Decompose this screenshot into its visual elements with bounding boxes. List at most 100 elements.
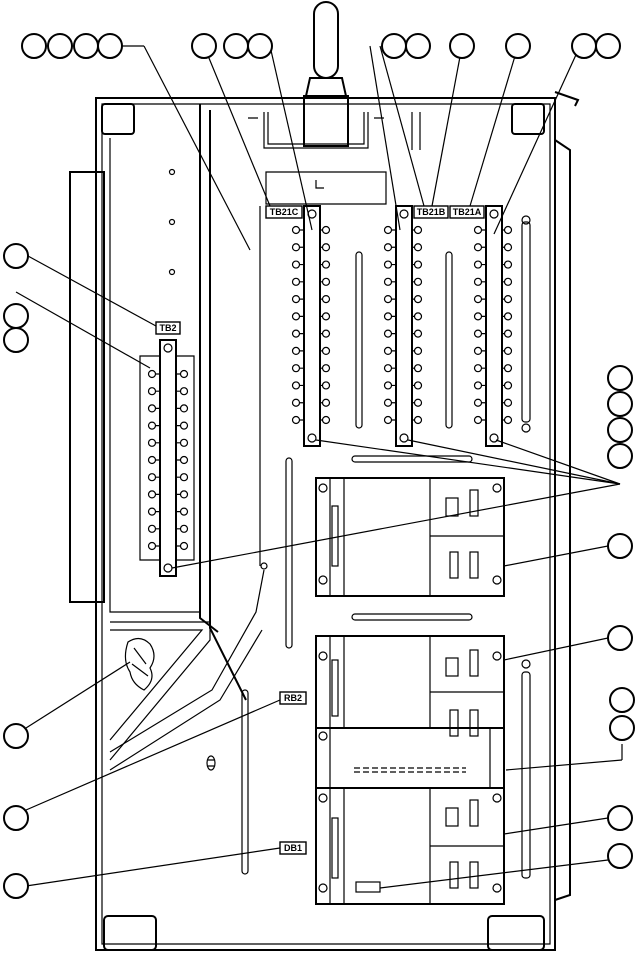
terminal-screw [291,243,301,252]
terminal-screw [321,312,331,321]
terminal-screw [413,225,423,235]
terminal-screw [179,507,189,516]
callout-circle [607,805,633,831]
callout-circle [609,715,635,741]
terminal-screw [383,329,393,338]
terminal-screw [321,398,331,407]
terminal-screw [147,369,157,379]
top-handle [303,1,349,147]
terminal-screw [473,243,483,252]
terminal-screw [413,260,423,269]
terminal-screw [383,346,393,356]
terminal-screw [383,260,393,269]
terminal-screw [473,381,483,390]
callout-circle [247,33,273,59]
label-tb21c: TB21C [265,205,303,219]
terminal-screw [473,312,483,321]
terminal-screw [179,541,189,551]
label-tb2: TB2 [155,321,181,335]
module-unit-2 [315,635,505,741]
terminal-screw [147,507,157,516]
callout-circle [571,33,597,59]
terminal-screw [179,438,189,447]
callout-circle [607,365,633,391]
callout-circle [607,417,633,443]
terminal-screw [473,329,483,338]
terminal-screw [321,294,331,304]
terminal-screw [291,225,301,235]
terminal-screw [383,398,393,407]
terminal-screw [291,346,301,356]
label-tb21a: TB21A [449,205,485,219]
callout-circle [607,533,633,559]
callout-circle [73,33,99,59]
terminal-screw [291,260,301,269]
terminal-screw [473,398,483,407]
terminal-screw [383,312,393,321]
callout-circle [449,33,475,59]
terminal-board-tb21a [473,205,513,447]
terminal-screw [503,381,513,390]
svg-text:TB21C: TB21C [270,207,299,217]
terminal-screw [291,415,301,425]
terminal-screw [503,243,513,252]
terminal-screw [291,312,301,321]
terminal-screw [321,364,331,373]
terminal-screw [291,364,301,373]
terminal-screw [473,346,483,356]
terminal-screw [291,381,301,390]
terminal-screw [147,524,157,533]
callout-circles [3,33,635,899]
terminal-screw [503,260,513,269]
callout-circle [21,33,47,59]
terminal-board-tb21b [383,205,423,447]
callout-circle [607,625,633,651]
label-rb2: RB2 [279,691,307,705]
terminal-screw [291,294,301,304]
callout-circle [405,33,431,59]
enclosure [95,91,580,951]
terminal-screw [503,329,513,338]
terminal-screw [503,294,513,304]
terminal-board-tb21c [291,205,331,447]
callout-circle [97,33,123,59]
mounting-slots [351,215,531,879]
terminal-screw [291,398,301,407]
terminal-screw [321,260,331,269]
terminal-screw [383,294,393,304]
svg-text:RB2: RB2 [284,693,302,703]
terminal-screw [321,415,331,425]
terminal-screw [179,473,189,482]
terminal-screw [413,329,423,338]
terminal-screw [503,346,513,356]
terminal-screw [179,369,189,379]
terminal-screw [473,277,483,286]
terminal-screw [147,455,157,465]
callout-circle [3,327,29,353]
terminal-screw [413,364,423,373]
terminal-screw [383,381,393,390]
module-unit-1 [315,477,505,597]
left-hinge-panel [69,104,293,875]
terminal-screw [473,225,483,235]
terminal-screw [321,381,331,390]
label-tb21b: TB21B [413,205,449,219]
terminal-screw [147,541,157,551]
callout-circle [607,843,633,869]
terminal-screw [503,415,513,425]
terminal-screw [179,404,189,413]
terminal-screw [413,415,423,425]
callout-circle [3,723,29,749]
callout-circle [191,33,217,59]
callout-circle [505,33,531,59]
component-labels: TB21C TB21B TB21A TB2 RB2 DB1 [155,205,485,855]
callout-circle [607,391,633,417]
label-db1: DB1 [279,841,307,855]
callout-circle [3,303,29,329]
svg-text:TB21B: TB21B [417,207,446,217]
terminal-screw [291,277,301,286]
terminal-screw [147,387,157,396]
svg-text:TB21A: TB21A [453,207,482,217]
